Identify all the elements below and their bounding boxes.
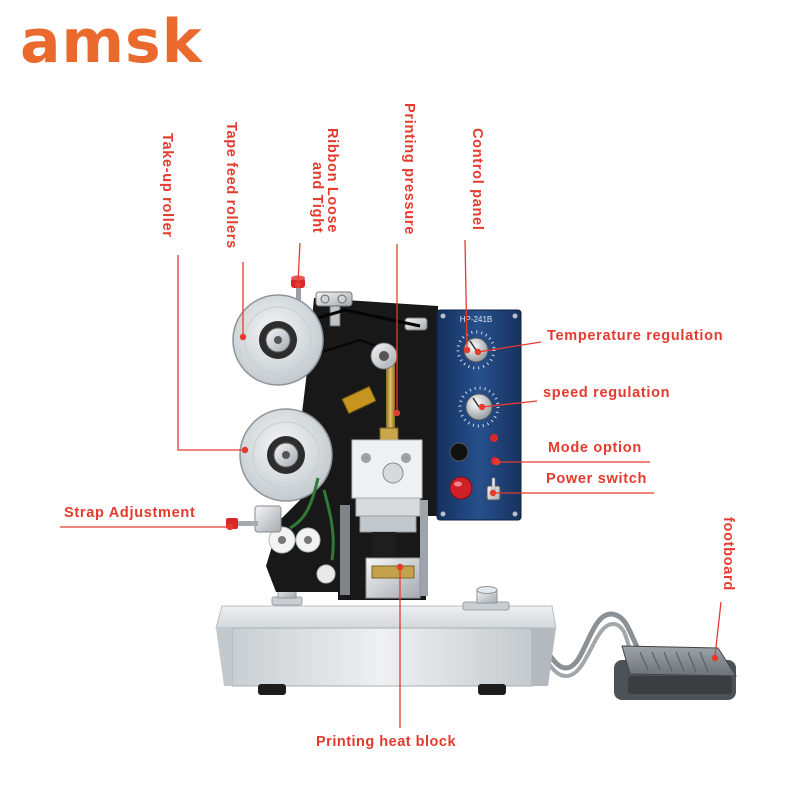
label-speed-regulation: speed regulation <box>543 385 671 401</box>
label-tape-feed-rollers: Tape feed rollers <box>223 122 239 249</box>
leader-ribbon-loose-tight <box>297 242 301 283</box>
printing-heat-block <box>365 532 421 599</box>
leader-take-up-roller <box>177 255 244 451</box>
base-knob-right <box>462 586 510 611</box>
control-panel: HP-241B <box>436 309 522 521</box>
label-ribbon-loose-tight: Ribbon Loose and Tight <box>309 128 340 234</box>
leader-dots <box>226 281 719 662</box>
label-printing-heat-block: Printing heat block <box>316 734 457 750</box>
take-up-roller <box>239 408 333 502</box>
model-plate: HP-241B <box>460 315 492 324</box>
label-mode-option: Mode option <box>548 440 642 456</box>
leader-footboard <box>714 601 722 657</box>
base-foot-right <box>478 684 506 695</box>
label-ribbon-line-2: and Tight <box>309 161 325 234</box>
label-footboard: footboard <box>720 517 736 591</box>
guide-rollers <box>268 526 336 584</box>
print-head-block <box>351 439 423 533</box>
label-control-panel: Control panel <box>469 128 485 231</box>
label-printing-pressure: Printing pressure <box>401 103 417 235</box>
speed-dial-scale <box>458 386 500 428</box>
top-bracket <box>315 291 428 331</box>
footboard-pedal <box>614 645 737 700</box>
label-power-switch: Power switch <box>546 471 648 487</box>
ribbon <box>317 308 421 353</box>
base-plate <box>215 605 557 695</box>
tape-feed-roller <box>232 294 324 386</box>
brand-logo: amsk <box>20 7 203 77</box>
screw <box>440 511 446 517</box>
power-button <box>449 476 473 500</box>
tape-strap <box>289 477 335 561</box>
leader-control-panel <box>464 239 468 349</box>
label-strap-adjustment: Strap Adjustment <box>64 505 196 521</box>
amber-sensor <box>341 385 377 415</box>
label-ribbon-line-1: Ribbon Loose <box>324 128 340 234</box>
screw <box>512 313 518 319</box>
screw <box>440 313 446 319</box>
mode-button <box>449 442 469 462</box>
label-take-up-roller: Take-up roller <box>159 133 175 238</box>
base-foot-left <box>258 684 286 695</box>
screw <box>512 511 518 517</box>
indicator-light <box>490 434 498 442</box>
strap-adjustment-screw <box>226 505 282 533</box>
leader-temperature-regulation <box>477 341 542 353</box>
label-temperature-regulation: Temperature regulation <box>547 328 724 344</box>
leader-speed-regulation <box>481 400 538 408</box>
leader-lines <box>60 239 722 728</box>
side-rail <box>340 500 428 596</box>
